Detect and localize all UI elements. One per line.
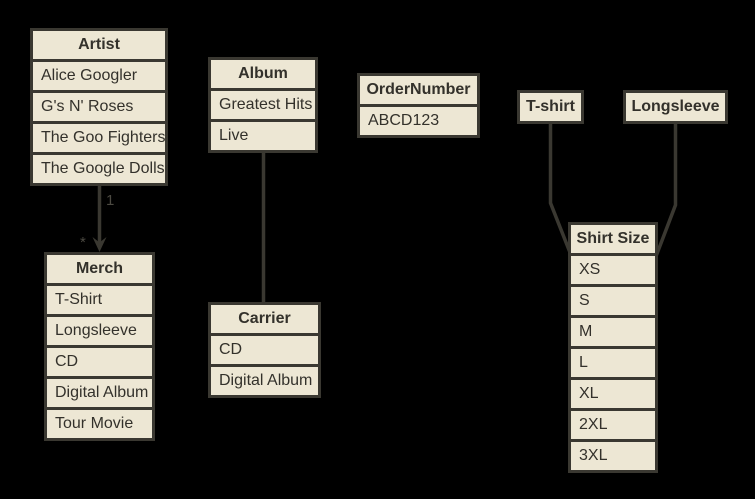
entity-longsleeve-header: Longsleeve (626, 93, 725, 121)
entity-row: T-Shirt (47, 286, 152, 314)
entity-row: CD (47, 348, 152, 376)
entity-carrier-header: Carrier (211, 305, 318, 333)
entity-row: Live (211, 122, 315, 150)
entity-carrier: Carrier CD Digital Album (208, 302, 321, 398)
entity-row: Alice Googler (33, 62, 165, 90)
cardinality-many-label: * (80, 234, 86, 251)
cardinality-one-label: 1 (106, 192, 114, 209)
entity-row: Digital Album (47, 379, 152, 407)
entity-row: Tour Movie (47, 410, 152, 438)
entity-row: L (571, 349, 655, 377)
entity-row: XL (571, 380, 655, 408)
entity-row: G's N' Roses (33, 93, 165, 121)
entity-ordernumber: OrderNumber ABCD123 (357, 73, 480, 138)
entity-merch-header: Merch (47, 255, 152, 283)
entity-longsleeve: Longsleeve (623, 90, 728, 124)
entity-album-header: Album (211, 60, 315, 88)
entity-row: XS (571, 256, 655, 284)
entity-row: 2XL (571, 411, 655, 439)
entity-ordernumber-header: OrderNumber (360, 76, 477, 104)
entity-artist-header: Artist (33, 31, 165, 59)
entity-row: 3XL (571, 442, 655, 470)
entity-album: Album Greatest Hits Live (208, 57, 318, 153)
entity-tshirt: T-shirt (517, 90, 584, 124)
entity-row: Digital Album (211, 367, 318, 395)
entity-tshirt-header: T-shirt (520, 93, 581, 121)
entity-row: M (571, 318, 655, 346)
tshirt-shirtsize-connector (548, 122, 573, 256)
entity-row: S (571, 287, 655, 315)
entity-row: The Goo Fighters (33, 124, 165, 152)
entity-row: The Google Dolls (33, 155, 165, 183)
entity-artist: Artist Alice Googler G's N' Roses The Go… (30, 28, 168, 186)
entity-row: Greatest Hits (211, 91, 315, 119)
longsleeve-shirtsize-connector (654, 122, 678, 256)
arrowhead-icon (92, 237, 107, 252)
entity-shirtsize: Shirt Size XS S M L XL 2XL 3XL (568, 222, 658, 473)
entity-row: ABCD123 (360, 107, 477, 135)
entity-row: Longsleeve (47, 317, 152, 345)
entity-merch: Merch T-Shirt Longsleeve CD Digital Albu… (44, 252, 155, 441)
entity-row: CD (211, 336, 318, 364)
entity-shirtsize-header: Shirt Size (571, 225, 655, 253)
